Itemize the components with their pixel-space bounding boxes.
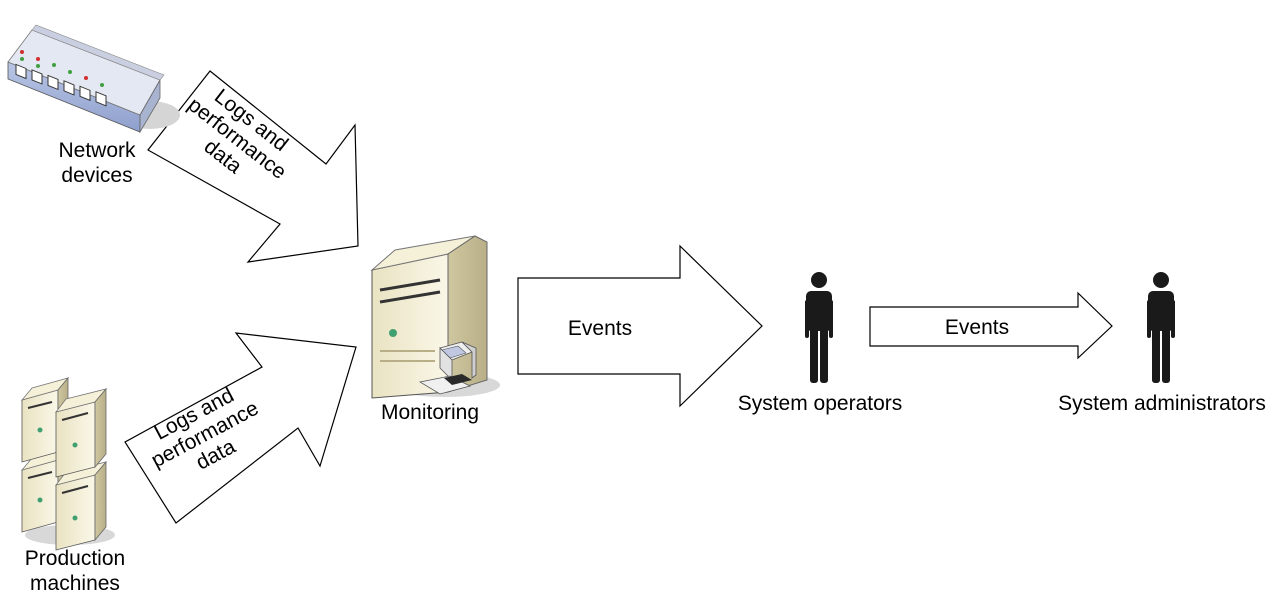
workstation-icon [418, 341, 477, 395]
monitoring-server-icon [370, 235, 500, 399]
production-machines-icon [20, 376, 115, 551]
arrow-operators-to-admins [869, 291, 1113, 360]
arrow-monitoring-to-operators [517, 244, 763, 408]
system-administrators-label: System administrators [1058, 392, 1266, 415]
system-operators-person-icon [805, 272, 833, 383]
network-devices-label: Network devices [58, 139, 136, 187]
system-administrators-person-icon [1147, 272, 1175, 383]
system-operators-label: System operators [737, 392, 903, 415]
edge-label-monitoring-to-operators: Events [567, 317, 633, 340]
arrow-network-to-monitoring [147, 70, 359, 263]
network-switch-icon [7, 24, 180, 134]
arrow-production-to-monitoring [124, 332, 357, 524]
production-machines-label: Production machines [24, 547, 126, 595]
monitoring-label: Monitoring [380, 401, 480, 424]
edge-label-operators-to-admins: Events [944, 316, 1010, 339]
